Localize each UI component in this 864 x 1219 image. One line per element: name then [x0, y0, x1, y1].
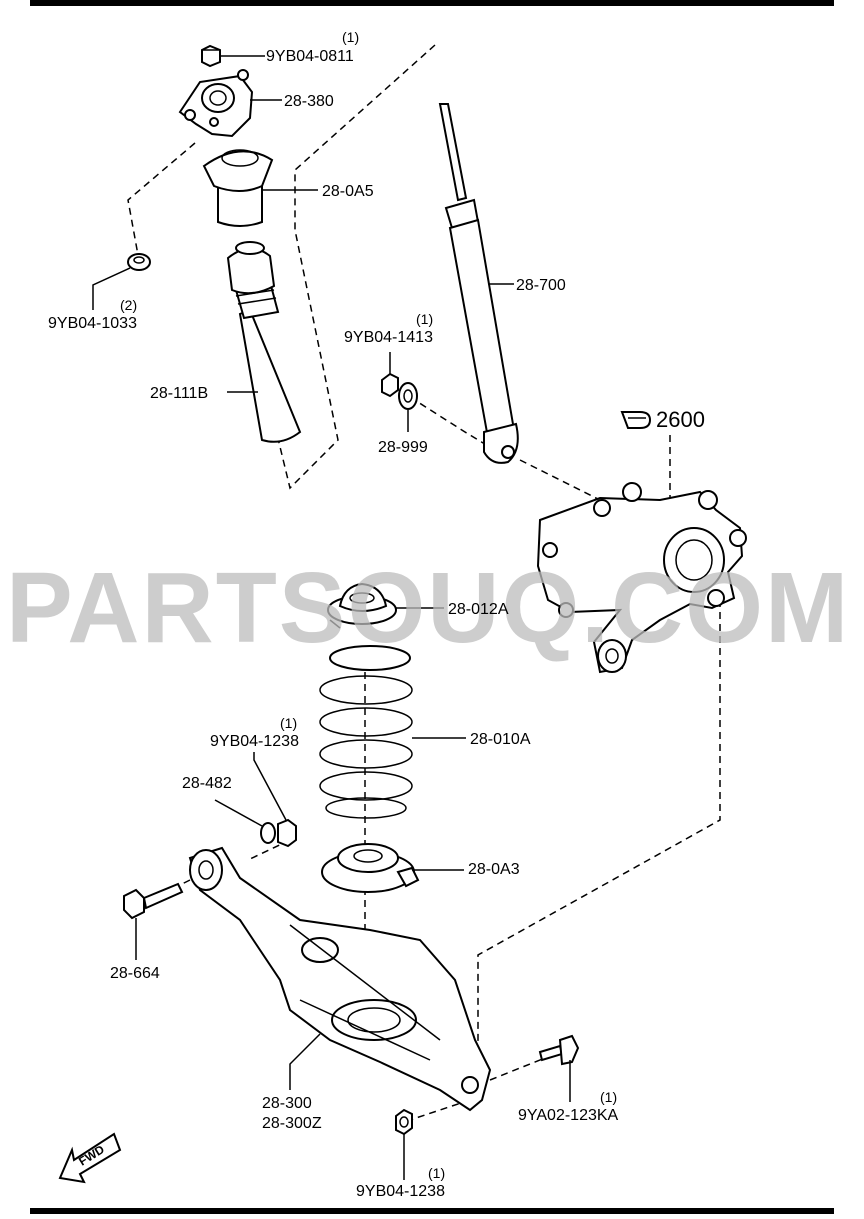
label-nut-bottom-qty: (1) — [428, 1165, 445, 1181]
bottom-border — [30, 1208, 834, 1214]
labels: (1) 9YB04-0811 28-380 28-0A5 (2) 9YB04-1… — [48, 29, 705, 1200]
washer-shock — [398, 382, 418, 432]
label-arm: 28-300 — [262, 1095, 312, 1112]
label-mount: 28-380 — [284, 93, 334, 110]
label-shock: 28-700 — [516, 277, 566, 294]
label-nut-arm-qty: (1) — [280, 715, 297, 731]
knuckle — [536, 482, 747, 674]
label-bolt-knuckle-qty: (1) — [600, 1089, 617, 1105]
mount — [178, 69, 282, 138]
fwd-arrow-icon: FWD — [58, 1132, 122, 1184]
label-dust-boot: 28-111B — [150, 385, 208, 402]
label-upper-seat: 28-012A — [448, 601, 509, 618]
watermark: PARTSOUQ.COM — [6, 552, 850, 664]
label-bolt-knuckle: 9YA02-123KA — [518, 1107, 619, 1124]
bolt-arm — [123, 882, 184, 960]
label-washer-left: 9YB04-1033 — [48, 315, 137, 332]
bump-stop-cap — [202, 149, 318, 227]
upper-seat — [327, 582, 444, 629]
label-nut-top: 9YB04-0811 — [266, 48, 354, 65]
reference-icon — [620, 411, 652, 429]
label-nut-shock: 9YB04-1413 — [344, 329, 433, 346]
washer-left — [92, 253, 151, 310]
label-nut-top-qty: (1) — [342, 29, 359, 45]
label-nut-arm: 9YB04-1238 — [210, 733, 299, 750]
label-lower-seat: 28-0A3 — [468, 861, 520, 878]
label-washer-shock: 28-999 — [378, 439, 428, 456]
label-nut-shock-qty: (1) — [416, 311, 433, 327]
nut-shock — [381, 352, 399, 398]
dust-boot — [226, 241, 302, 443]
label-nut-bottom: 9YB04-1238 — [356, 1183, 445, 1200]
lower-arm — [188, 846, 492, 1112]
nut-bottom — [395, 1108, 413, 1180]
bolt-knuckle — [538, 1034, 580, 1102]
spring — [319, 645, 466, 819]
label-bump-stop-cap: 28-0A5 — [322, 183, 374, 200]
label-washer-arm: 28-482 — [182, 775, 232, 792]
top-border — [30, 0, 834, 6]
label-washer-left-qty: (2) — [120, 297, 137, 313]
nut-arm — [253, 752, 297, 848]
lower-seat — [321, 843, 464, 893]
label-arm-alt: 28-300Z — [262, 1115, 322, 1132]
reference-label: 2600 — [656, 407, 705, 432]
label-spring: 28-010A — [470, 731, 531, 748]
nut-top — [201, 44, 265, 68]
shock — [438, 103, 519, 464]
washer-arm — [214, 799, 276, 844]
label-bolt-arm: 28-664 — [110, 965, 160, 982]
